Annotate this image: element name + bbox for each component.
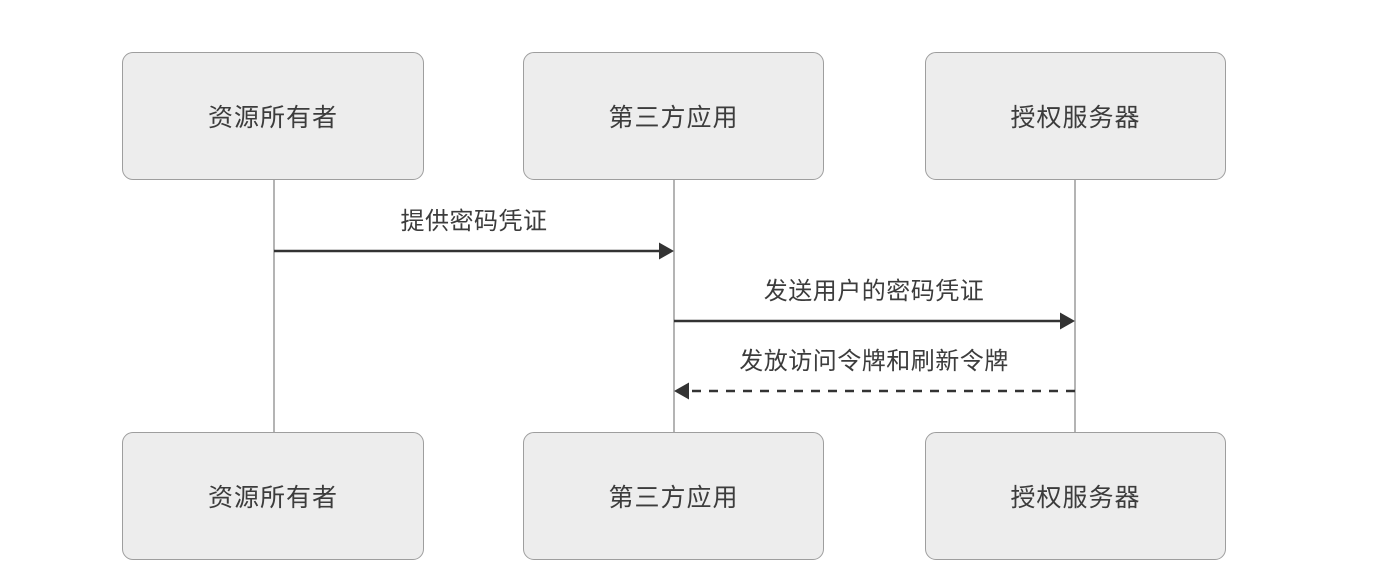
participant-label: 授权服务器 (1010, 104, 1141, 132)
participant-label: 授权服务器 (1010, 484, 1141, 512)
participant-box-bottom-resource-owner[interactable]: 资源所有者 (122, 432, 424, 560)
lifeline-third-party-app (673, 180, 675, 432)
participant-label: 资源所有者 (207, 484, 338, 512)
participant-box-top-authorization-server[interactable]: 授权服务器 (925, 52, 1226, 180)
participant-box-bottom-third-party-app[interactable]: 第三方应用 (523, 432, 824, 560)
lifeline-authorization-server (1074, 180, 1076, 432)
participant-label: 资源所有者 (207, 104, 338, 132)
participant-label: 第三方应用 (608, 104, 739, 132)
participant-box-bottom-authorization-server[interactable]: 授权服务器 (925, 432, 1226, 560)
message-label-provide-password-credentials: 提供密码凭证 (400, 208, 548, 235)
message-label-send-user-password-credentials: 发送用户的密码凭证 (763, 278, 985, 305)
message-arrow-send-user-password-credentials (674, 310, 1075, 332)
message-label-issue-access-and-refresh-token: 发放访问令牌和刷新令牌 (739, 348, 1009, 375)
participant-box-top-third-party-app[interactable]: 第三方应用 (523, 52, 824, 180)
message-arrow-provide-password-credentials (274, 240, 674, 262)
participant-box-top-resource-owner[interactable]: 资源所有者 (122, 52, 424, 180)
message-arrow-issue-access-and-refresh-token (674, 380, 1075, 402)
lifeline-resource-owner (273, 180, 275, 432)
participant-label: 第三方应用 (608, 484, 739, 512)
